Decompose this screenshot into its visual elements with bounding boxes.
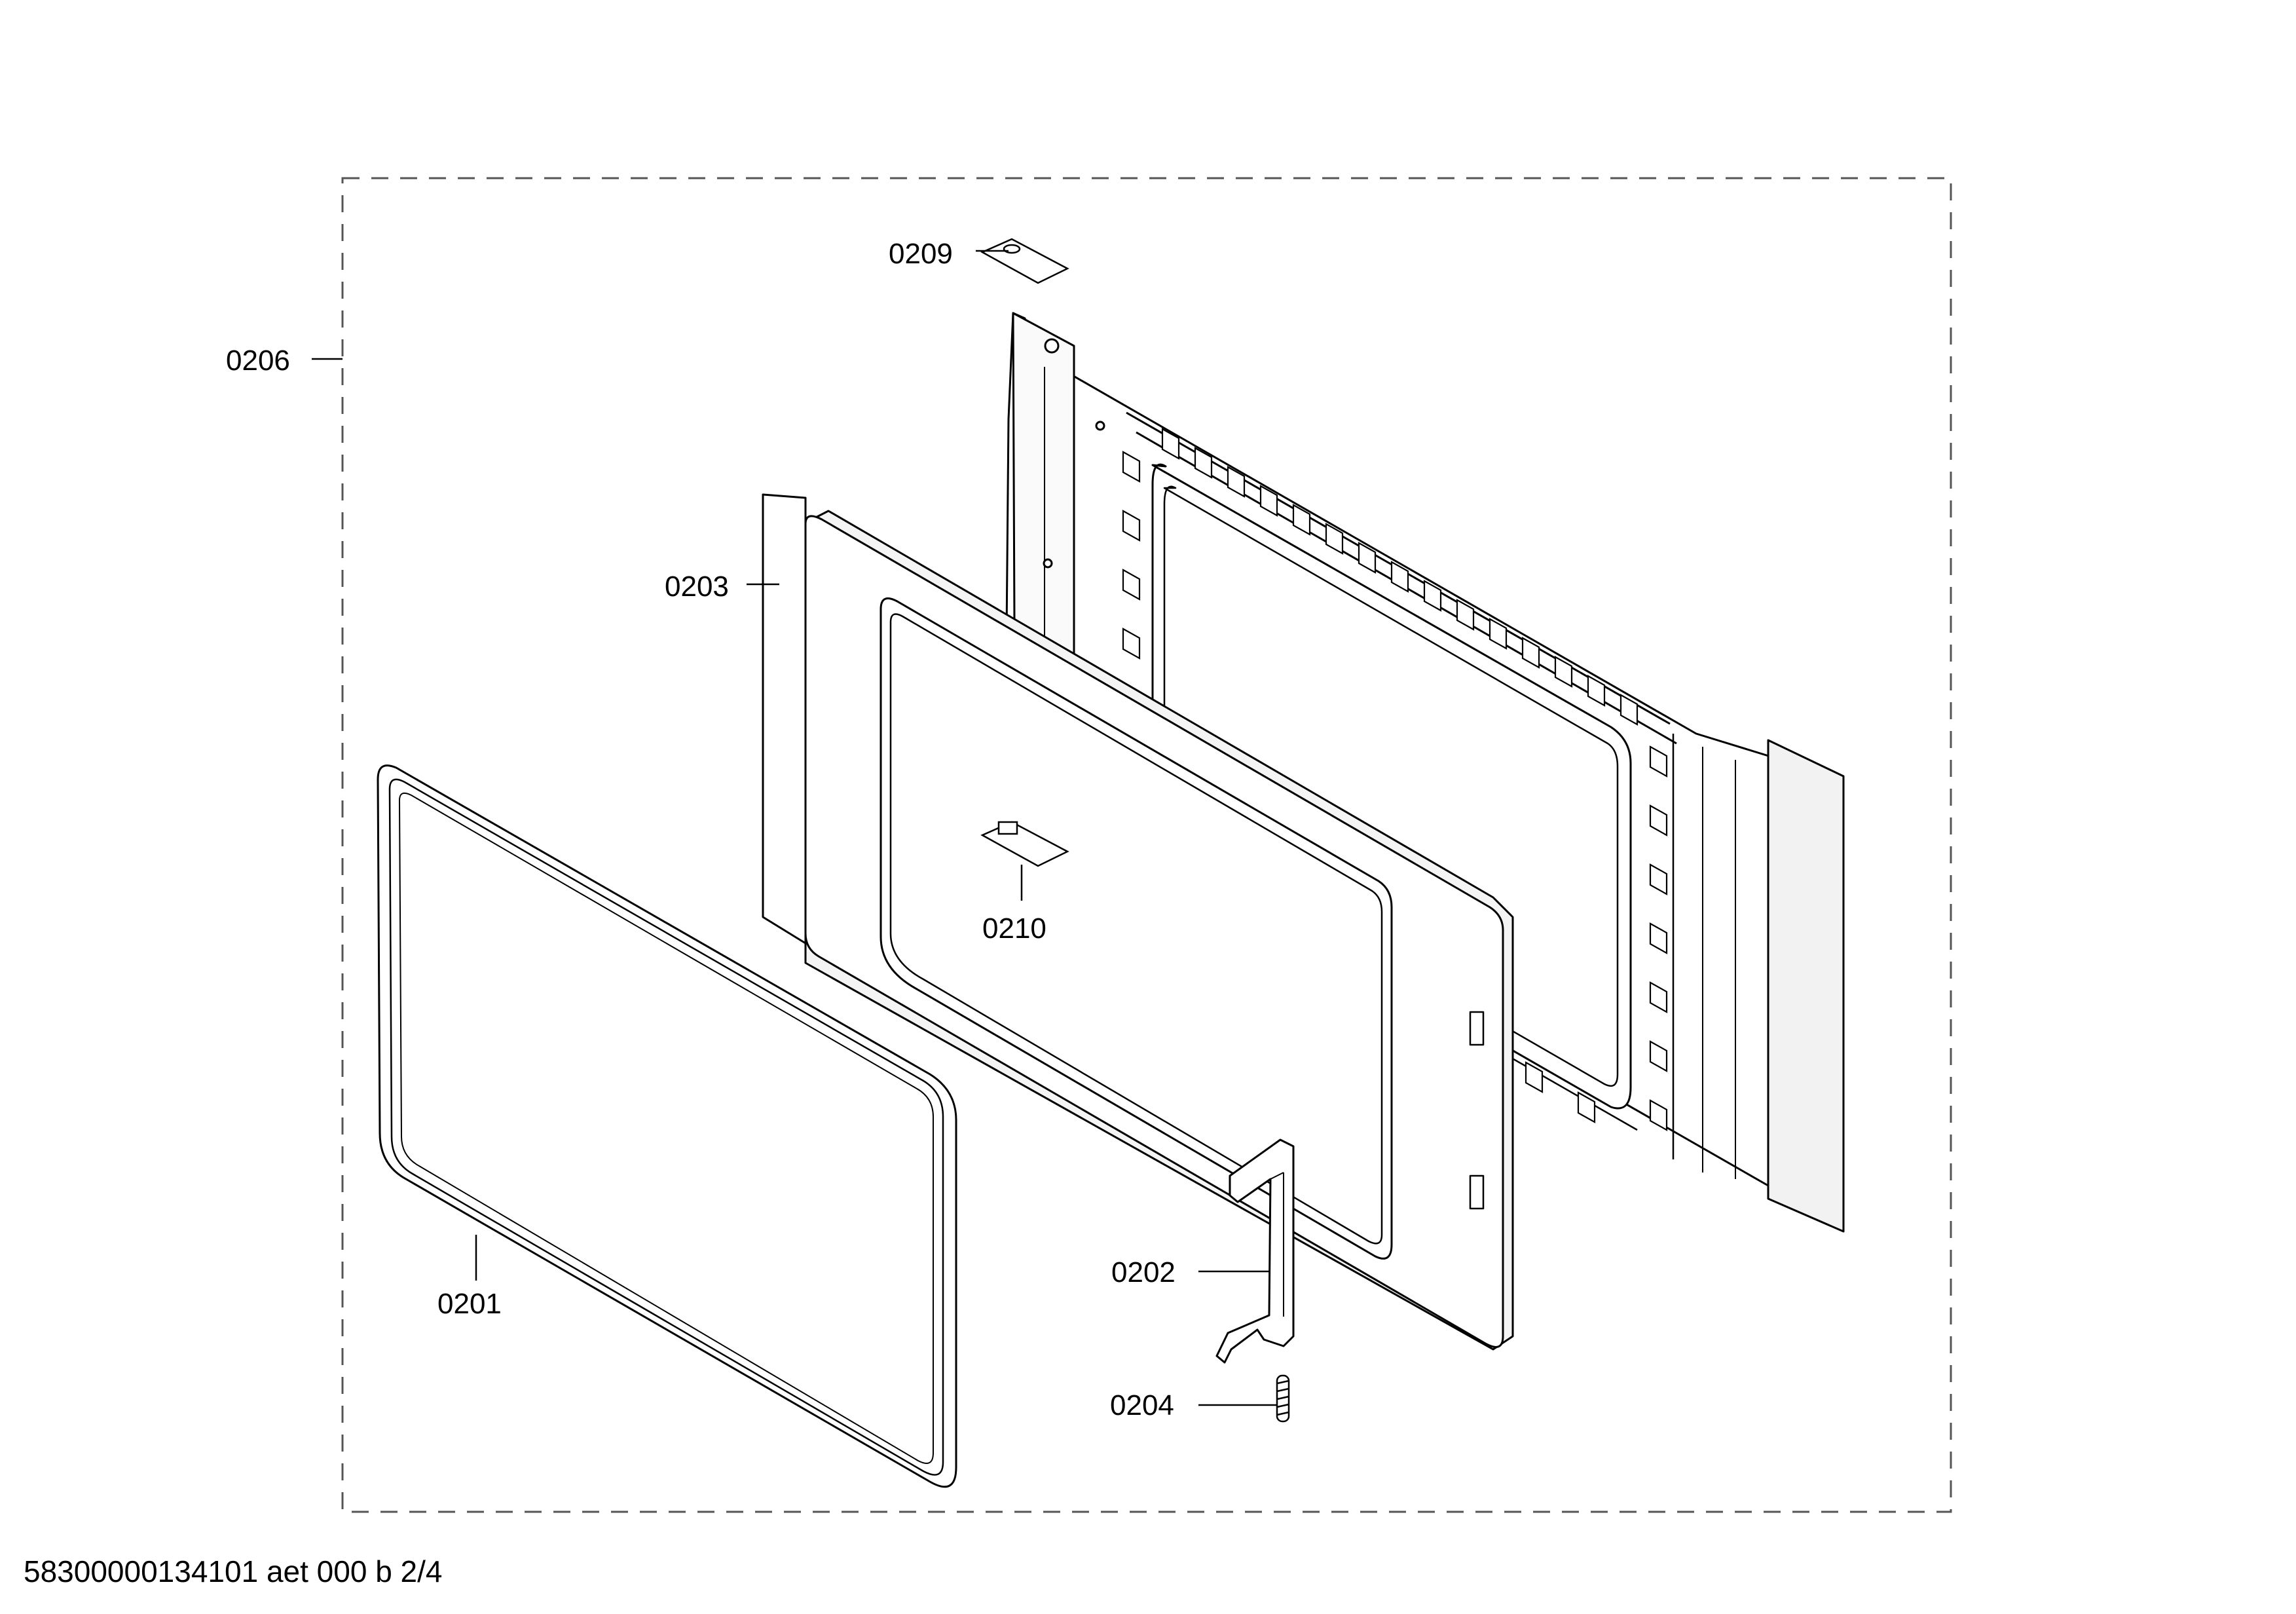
callout-0209: 0209 bbox=[889, 238, 953, 270]
callout-0204: 0204 bbox=[1110, 1389, 1174, 1421]
hinge-plate-0209 bbox=[980, 238, 1069, 284]
callout-0206: 0206 bbox=[226, 345, 290, 377]
drawing-reference-code: 58300000134101 aet 000 b 2/4 bbox=[24, 1554, 443, 1588]
callout-0202: 0202 bbox=[1111, 1256, 1176, 1288]
latch-hook-0202 bbox=[1215, 1138, 1295, 1364]
assembly-boundary-frame bbox=[341, 177, 1952, 1513]
spring-0204 bbox=[1276, 1374, 1290, 1423]
door-frame-0203 bbox=[762, 493, 1514, 1351]
callout-0210: 0210 bbox=[982, 912, 1046, 945]
front-glass-panel-0201 bbox=[377, 764, 957, 1488]
leader-lines bbox=[312, 250, 1277, 1406]
callout-0203: 0203 bbox=[665, 571, 729, 603]
hinge-plate-0210 bbox=[980, 821, 1069, 867]
callout-0201: 0201 bbox=[437, 1288, 502, 1320]
